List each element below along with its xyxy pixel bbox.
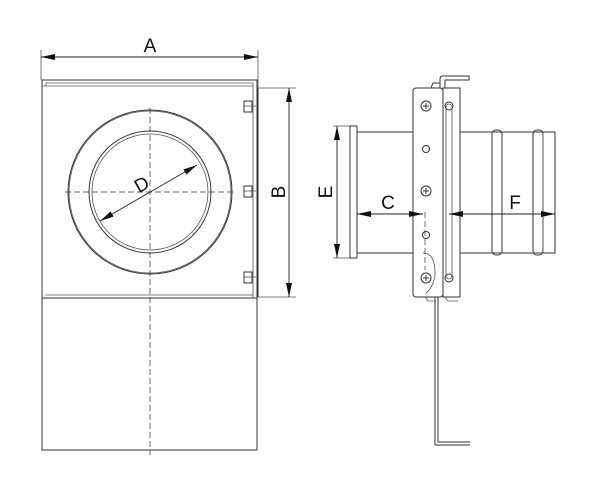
bolt-icon (243, 185, 256, 198)
dimension-a-label: A (144, 36, 157, 57)
screw-icon (420, 272, 432, 284)
dimension-f-label: F (509, 193, 521, 214)
right-duct-section (459, 131, 556, 254)
dimension-e-label: E (316, 186, 337, 199)
screw-icon (420, 100, 432, 112)
side-view: E C F (316, 75, 556, 446)
screw-icon (420, 185, 432, 197)
dimension-b-label: B (269, 186, 290, 199)
front-view: A D B (40, 36, 296, 455)
bracket-plate (412, 87, 444, 298)
bolt-icon (243, 271, 256, 284)
duct-body (41, 297, 258, 451)
flange (349, 125, 358, 259)
bolt-icon (243, 100, 256, 113)
dimension-c-label: C (381, 193, 395, 214)
bracket-strip (442, 87, 461, 298)
dimension-d-line (99, 164, 198, 222)
